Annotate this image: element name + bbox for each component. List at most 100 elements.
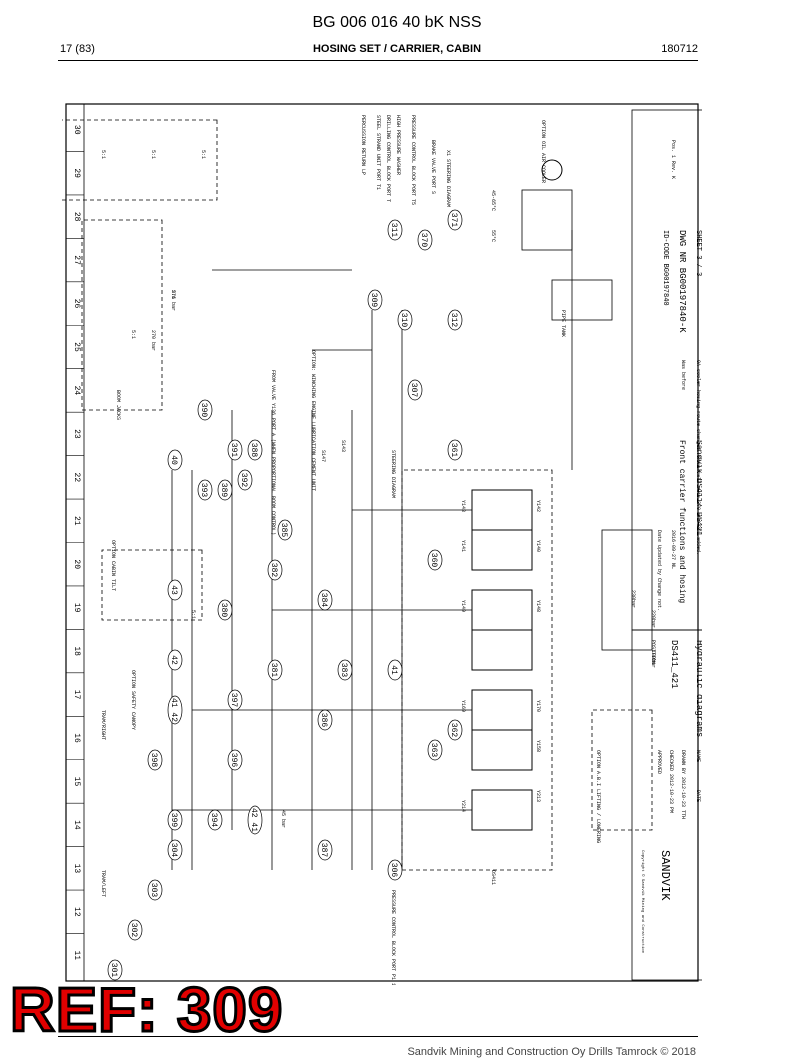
callout-363: 363	[427, 739, 443, 761]
svg-text:399: 399	[169, 813, 178, 828]
grid-column-14: 14	[72, 820, 81, 830]
callout-386: 386	[317, 709, 333, 731]
label-steel-strand: STEEL STRAND UNIT PORT T1	[375, 115, 381, 190]
callout-382: 382	[267, 559, 283, 581]
grid-column-18: 18	[72, 646, 81, 656]
grid-column-17: 17	[72, 690, 81, 700]
callout-310: 310	[397, 309, 413, 331]
callout-43: 43	[167, 579, 183, 601]
grid-column-26: 26	[72, 299, 81, 309]
valve-label: Y141	[460, 540, 466, 552]
grid-column-20: 20	[72, 559, 81, 569]
callout-399: 399	[167, 809, 183, 831]
document-number: BG 006 016 40 bK NSS	[312, 14, 482, 31]
callout-394: 394	[207, 809, 223, 831]
cooler-motor-icon	[541, 159, 563, 181]
page-title: HOSING SET / CARRIER, CABIN	[312, 43, 482, 55]
footer-rule	[58, 1036, 698, 1037]
pressure-option-block	[601, 529, 653, 651]
grid-column-16: 16	[72, 733, 81, 743]
label-pressure-control: PRESSURE CONTROL BLOCK PORT P1 1/27	[390, 890, 396, 985]
label-oil-cooler: OPTION OIL AIR COOLER	[540, 120, 546, 183]
pressure-label: 270 bar	[150, 330, 156, 351]
callout-392: 392	[237, 469, 253, 491]
hose-lines	[171, 230, 573, 870]
svg-text:303: 303	[149, 883, 158, 898]
callout-371: 371	[447, 209, 463, 231]
title-company: Sandvik DS411/ DS421	[694, 440, 702, 536]
svg-text:304: 304	[169, 843, 178, 858]
svg-text:396: 396	[229, 753, 238, 768]
valve-label: DS411	[490, 870, 496, 885]
valve-label: Y214	[460, 800, 466, 812]
svg-text:380: 380	[219, 603, 228, 618]
callout-302: 302	[127, 919, 143, 941]
revision-date: 2016-09-27 NL	[670, 530, 676, 569]
pressure-label: 276 bar	[170, 290, 176, 311]
valve-label: Y140	[535, 540, 541, 552]
callout-309: 309	[367, 289, 383, 311]
callout-40: 40	[167, 449, 183, 471]
svg-text:41: 41	[389, 665, 398, 675]
callout-311: 311	[387, 219, 403, 241]
header-rule	[58, 60, 698, 61]
valve-label: Y143	[460, 500, 466, 512]
ratio-label: 5:1	[170, 290, 176, 299]
svg-text:312: 312	[449, 313, 458, 328]
title-model: DS411_421	[669, 640, 679, 689]
grid-column-23: 23	[72, 429, 81, 439]
callout-397: 397	[227, 689, 243, 711]
label-steering-diagram: STEERING DIAGRAM	[390, 450, 396, 498]
svg-text:361: 361	[449, 443, 458, 458]
valve-label: Y158	[535, 740, 541, 752]
title-name-label: NAME	[695, 750, 701, 762]
callout-304: 304	[167, 839, 183, 861]
svg-text:363: 363	[429, 743, 438, 758]
page-number: 17 (83)	[60, 43, 95, 55]
callout-384: 384	[317, 589, 333, 611]
grid-column-24: 24	[72, 386, 81, 396]
label-from-valve: FROM VALVE Y136 PORT A (WHEN PROPORTIONA…	[270, 370, 276, 535]
title-position-label: POSITION	[650, 640, 656, 664]
svg-text:386: 386	[319, 713, 328, 728]
title-drawing-type: Hydraulic diagrams	[694, 640, 702, 737]
callout-380: 380	[217, 599, 233, 621]
valve-label: Y213	[535, 790, 541, 802]
svg-text:301: 301	[109, 963, 118, 978]
label-drilling-control: DRILLING CONTROL BLOCK PORT T	[385, 115, 391, 202]
grid-column-25: 25	[72, 342, 81, 352]
svg-text:307: 307	[409, 383, 418, 398]
svg-text:310: 310	[399, 313, 408, 328]
grid-column-19: 19	[72, 603, 81, 613]
callout-41: 41	[387, 659, 403, 681]
callout-42: 42	[167, 649, 183, 671]
svg-text:397: 397	[229, 693, 238, 708]
svg-text:393: 393	[199, 483, 208, 498]
callout-307: 307	[407, 379, 423, 401]
canopy-block	[101, 549, 203, 621]
ratio-label: 5:1	[130, 330, 136, 339]
drawing-frame	[65, 103, 699, 982]
label-winching: OPTION: WINCHING ENGINE LUBRICATION CEME…	[310, 350, 316, 491]
valve-label: Y149	[460, 600, 466, 612]
label-percussion-return: PERCUSSION RETURN LP	[360, 115, 366, 175]
svg-text:42: 42	[169, 655, 178, 665]
callout-391: 391	[227, 439, 243, 461]
ratio-label: 5:1	[100, 150, 106, 159]
svg-text:382: 382	[269, 563, 278, 578]
svg-text:302: 302	[129, 923, 138, 938]
header-code: 180712	[661, 43, 698, 55]
svg-text:389: 389	[219, 483, 228, 498]
title-dwg-no: DWG NR BG00197840-K	[677, 230, 687, 333]
grid-column-15: 15	[72, 777, 81, 787]
callout-362: 362	[447, 719, 463, 741]
grid-column-27: 27	[72, 255, 81, 265]
svg-text:388: 388	[249, 443, 258, 458]
callout-381: 381	[267, 659, 283, 681]
callout-361: 361	[447, 439, 463, 461]
label-pressure-control-t5: PRESSURE CONTROL BLOCK PORT T5	[410, 115, 416, 205]
svg-text:392: 392	[239, 473, 248, 488]
callout-41-42: 41 42	[167, 695, 183, 725]
svg-text:390: 390	[199, 403, 208, 418]
